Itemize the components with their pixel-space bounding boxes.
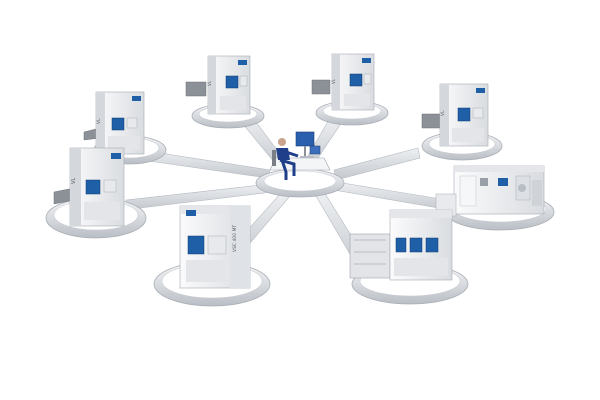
machine-label-m3: VL — [96, 118, 102, 124]
machine-m3: VL — [83, 91, 145, 155]
vertical-lathe-icon — [421, 83, 489, 147]
spoke-to-m4 — [333, 147, 421, 181]
machine-m5: VL — [53, 147, 125, 227]
vertical-lathe-icon — [311, 53, 375, 111]
machine-m1: VL — [185, 55, 251, 115]
machine-m2: VL — [311, 53, 375, 111]
central-workstation — [269, 131, 331, 180]
machine-label-m5: VL — [71, 178, 77, 184]
machine-m4: VL — [421, 83, 489, 147]
operator-workstation-icon — [269, 131, 331, 180]
machine-m8: VSC 400 MT — [179, 205, 251, 289]
machine-label-m1: VL — [207, 80, 212, 86]
production-line-icon — [349, 209, 453, 281]
ring-center — [255, 168, 345, 198]
machine-m7 — [349, 209, 453, 281]
machine-label-m2: VL — [331, 78, 336, 84]
turning-center-icon — [179, 205, 251, 289]
production-cell-icon — [435, 165, 545, 217]
vertical-lathe-icon — [53, 147, 125, 227]
machine-label-m8: VSC 400 MT — [232, 225, 238, 252]
machine-label-m4: VL — [440, 110, 446, 116]
vertical-lathe-icon — [83, 91, 145, 155]
machine-m6 — [435, 165, 545, 217]
vertical-lathe-icon — [185, 55, 251, 115]
